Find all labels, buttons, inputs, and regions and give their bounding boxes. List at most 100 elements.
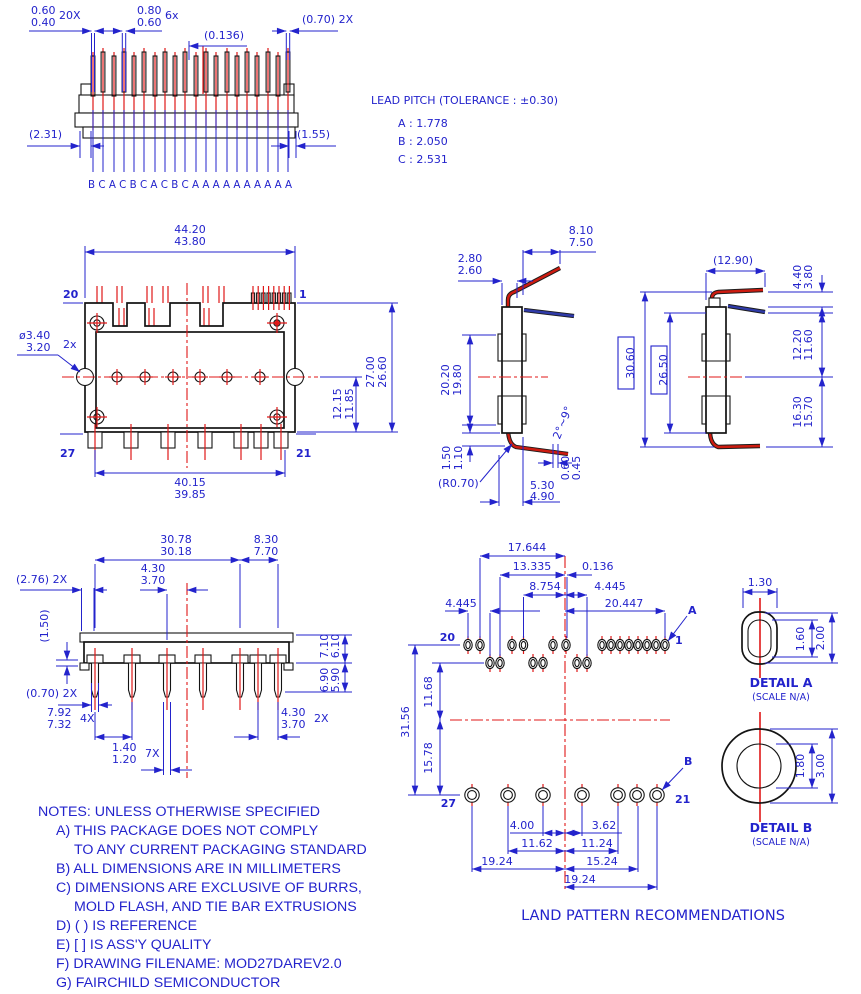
detail-a-title: DETAIL A — [750, 675, 813, 690]
note-line: G) FAIRCHILD SEMICONDUCTOR — [56, 975, 280, 991]
dim-lead-thick-max: 0.60 — [559, 456, 572, 481]
detail-b-hole-inner — [736, 743, 782, 789]
detail-a-scale: (SCALE N/A) — [752, 692, 810, 703]
dim-tip-ref: (0.70) 2X — [26, 687, 78, 700]
side-view: 8.10 7.50 2.80 2.60 20.20 19.80 1.50 1.1… — [438, 224, 596, 506]
lp-dim-17644: 17.644 — [508, 541, 547, 554]
pin-label-21: 21 — [296, 447, 311, 460]
notes-block: NOTES: UNLESS OTHERWISE SPECIFIED A) THI… — [38, 804, 367, 991]
dim-inner-basic: 26.50 — [657, 354, 670, 386]
dim-hole-dia-max: ø3.40 — [19, 329, 50, 342]
dim-thick-min: 2.60 — [458, 264, 483, 277]
top-lead — [506, 266, 561, 313]
end-body-flanges — [701, 333, 731, 425]
lp-dim-1524: 15.24 — [586, 855, 618, 868]
detail-a-inner-height: 1.60 — [794, 627, 807, 652]
lead-pitch-table: LEAD PITCH (TOLERANCE : ±0.30) A : 1.778… — [371, 94, 558, 166]
dim-edge-ref: (2.76) 2X — [16, 573, 68, 586]
dim-bottom-top-width-max: 30.78 — [160, 533, 192, 546]
dim-h-upper-min: 6.10 — [329, 634, 342, 659]
detail-a-dim-lines — [742, 588, 838, 664]
header-body-top — [78, 94, 295, 114]
note-line: F) DRAWING FILENAME: MOD27DAREV2.0 — [56, 956, 342, 972]
pin-label-20: 20 — [63, 288, 79, 301]
signal-lead — [523, 308, 575, 318]
detail-b-outer-dia: 3.00 — [814, 754, 827, 779]
dim-pin-width-qty: 20X — [59, 9, 81, 22]
end-view-dim-lines — [640, 267, 833, 448]
lp-dim-4445-right: 4.445 — [594, 580, 626, 593]
end-signal-lead — [727, 304, 766, 314]
detail-b-scale: (SCALE N/A) — [752, 837, 810, 848]
detail-b-title: DETAIL B — [750, 820, 813, 835]
end-body — [705, 306, 727, 434]
detail-a-width: 1.30 — [748, 576, 773, 589]
dim-wide-width-max: 0.80 — [137, 4, 162, 17]
dim-pin-width-max: 0.60 — [31, 4, 56, 17]
dim-drop-min: 3.80 — [802, 265, 815, 290]
dim-overall-height-max: 27.00 — [364, 356, 377, 388]
lp-dim-362: 3.62 — [592, 819, 617, 832]
dim-thick-max: 2.80 — [458, 252, 483, 265]
dim-overall-height-min: 26.60 — [376, 356, 389, 388]
module-outline — [84, 302, 296, 433]
dim-standoff-max: 1.50 — [440, 446, 453, 471]
lp-pin-21: 21 — [675, 793, 690, 806]
lp-dim-20447: 20.447 — [605, 597, 644, 610]
dim-lower-width-min: 39.85 — [174, 488, 206, 501]
side-body — [501, 306, 523, 434]
header-body-base — [82, 126, 296, 139]
dim-hole-dia-min: 3.20 — [26, 341, 51, 354]
header-left-tab — [80, 83, 92, 97]
dim-pitch4-qty: 4X — [80, 712, 95, 725]
note-line: E) [ ] IS ASS'Y QUALITY — [56, 937, 212, 953]
detail-b: 1.80 3.00 DETAIL B (SCALE N/A) — [721, 712, 838, 848]
lp-pin-20: 20 — [440, 631, 456, 644]
bottom-view: 30.78 30.18 8.30 7.70 4.30 3.70 (2.76) 2… — [16, 533, 352, 778]
front-dim-lines — [27, 27, 338, 158]
pitch-extension-lines — [92, 110, 289, 172]
dim-pinw-qty: 7X — [145, 747, 160, 760]
dim-top-lead-min: 7.50 — [569, 236, 594, 249]
basic-dim-box-overall — [617, 336, 635, 390]
note-line: MOLD FLASH, AND TIE BAR EXTRUSIONS — [74, 899, 357, 915]
lp-dim-8754: 8.754 — [529, 580, 561, 593]
lp-dim-13335: 13.335 — [513, 560, 552, 573]
detail-b-dim-lines — [770, 728, 838, 804]
end-top-stub — [708, 297, 721, 308]
dim-wide-width-qty: 6x — [165, 9, 179, 22]
dim-bend-radius: (R0.70) — [438, 477, 479, 490]
dim-pitch2-max: 4.30 — [281, 706, 306, 719]
lead-pitch-c: C : 2.531 — [398, 153, 448, 166]
bottom-pins — [86, 648, 287, 710]
dim-lower-span-max: 16.30 — [791, 396, 804, 428]
dim-overall-basic: 30.60 — [624, 347, 637, 379]
pitch-letter-row: B C A C B C A C B C A A A A A A A A A A — [88, 178, 292, 191]
header-body-mid — [74, 112, 299, 128]
note-line: NOTES: UNLESS OTHERWISE SPECIFIED — [38, 804, 320, 820]
land-pattern-view: 17.644 13.335 0.136 8.754 4.445 4.445 20… — [399, 541, 785, 924]
dim-top-lead-max: 8.10 — [569, 224, 594, 237]
basic-dim-box-inner — [650, 345, 668, 395]
lead-pitch-title: LEAD PITCH (TOLERANCE : ±0.30) — [371, 94, 558, 107]
dim-bottom-offset-min: 3.70 — [141, 574, 166, 587]
dim-pitch4-max: 7.92 — [47, 706, 72, 719]
dim-overall-width-max: 44.20 — [174, 223, 206, 236]
dim-row-offset-min: 11.85 — [343, 388, 356, 420]
note-line: TO ANY CURRENT PACKAGING STANDARD — [74, 842, 367, 858]
lp-callout-b: B — [684, 755, 692, 768]
lp-pin-1: 1 — [675, 634, 683, 647]
detail-a-outer-height: 2.00 — [814, 626, 827, 651]
dim-bottom-right-width-max: 8.30 — [254, 533, 279, 546]
lp-dim-4445-left: 4.445 — [445, 597, 477, 610]
dim-pin-width-min: 0.40 — [31, 16, 56, 29]
dim-wide-width-min: 0.60 — [137, 16, 162, 29]
dim-row-offset-max: 12.15 — [331, 388, 344, 420]
lp-pad-row-upper — [463, 635, 670, 655]
lp-dim-1578: 15.78 — [422, 742, 435, 774]
detail-a-pad-outer — [741, 611, 778, 665]
detail-b-hole-outer — [721, 728, 797, 804]
dim-hole-qty: 2x — [63, 338, 77, 351]
